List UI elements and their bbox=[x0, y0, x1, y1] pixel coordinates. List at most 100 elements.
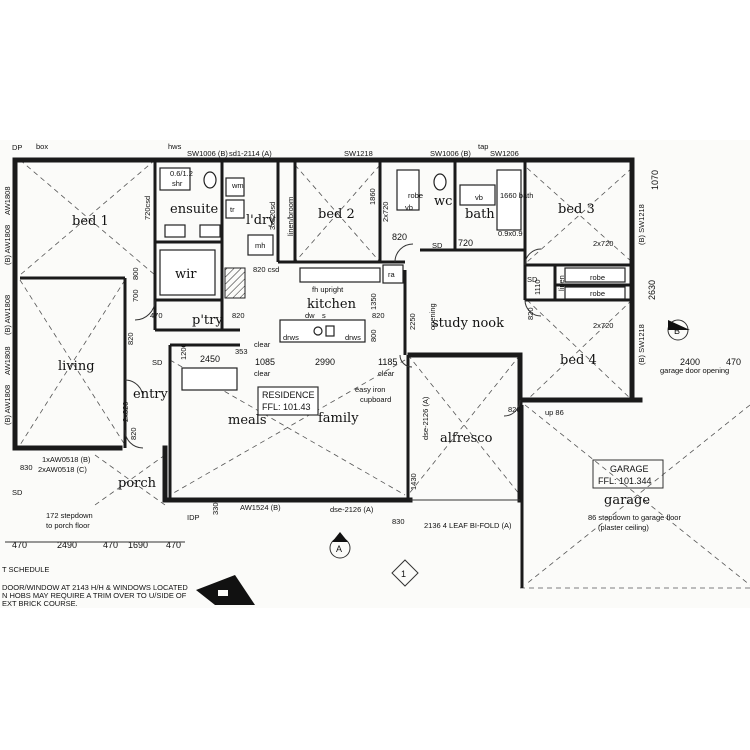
dim-470a: 470 bbox=[150, 311, 163, 320]
win-left-1: AW1808 bbox=[3, 187, 12, 216]
win-alfresco-door: dse-2126 (A) bbox=[421, 396, 430, 440]
external-walls bbox=[12, 157, 750, 589]
win-porch-2: 2xAW0518 (C) bbox=[38, 465, 87, 474]
section-marker-b: B bbox=[667, 319, 690, 341]
garage-box-title: GARAGE bbox=[610, 464, 649, 474]
dim-1860: 1860 bbox=[368, 188, 377, 205]
dim-1185: 1185 bbox=[378, 357, 397, 367]
room-entry: entry bbox=[133, 387, 169, 402]
dim-1110: 1110 bbox=[533, 279, 542, 295]
schedule-title: T SCHEDULE bbox=[2, 565, 49, 574]
label-linen: linen bbox=[557, 275, 566, 291]
schedule-line2: N HOBS MAY REQUIRE A TRIM OVER TO U/SIDE… bbox=[2, 591, 187, 600]
label-ra: ra bbox=[388, 270, 395, 279]
residence-ffl: FFL: 101.43 bbox=[262, 402, 311, 412]
window-labels: SW1006 (B) sd1-2114 (A) SW1218 SW1006 (B… bbox=[3, 142, 646, 514]
room-alfresco: alfresco bbox=[440, 431, 493, 446]
win-bottom-2: dse-2126 (A) bbox=[330, 505, 374, 514]
note-stepdown-porch2: to porch floor bbox=[46, 521, 90, 530]
room-family: family bbox=[318, 411, 359, 426]
dim-2990: 2990 bbox=[315, 357, 335, 367]
note-easy-iron: easy iron bbox=[355, 385, 385, 394]
dim-sd3: SD bbox=[527, 275, 538, 284]
room-living: living bbox=[58, 359, 95, 374]
label-robe1: robe bbox=[408, 191, 423, 200]
notes: easy iron cupboard 172 stepdown to porch… bbox=[2, 202, 729, 608]
dim-820b: 820 bbox=[126, 332, 135, 345]
dim-clear1: clear bbox=[254, 369, 271, 378]
note-up86: up 86 bbox=[545, 408, 564, 417]
room-bed2: bed 2 bbox=[318, 207, 355, 222]
dim-sd2: SD bbox=[432, 241, 443, 250]
note-drws2: drws bbox=[345, 333, 361, 342]
win-porch-1: 1xAW0518 (B) bbox=[42, 455, 91, 464]
room-ensuite: ensuite bbox=[170, 202, 218, 217]
dim-1200: 1200 bbox=[179, 343, 188, 360]
residence-title: RESIDENCE bbox=[262, 390, 315, 400]
win-left-2: (B) AW1808 bbox=[3, 225, 12, 265]
win-left-3: (B) AW1808 bbox=[3, 295, 12, 335]
dim-720csd: 720csd bbox=[143, 196, 152, 220]
note-bifold: 2136 4 LEAF BI-FOLD (A) bbox=[424, 521, 512, 530]
doors bbox=[124, 243, 542, 501]
win-top-1: SW1006 (B) bbox=[187, 149, 228, 158]
room-labels: bed 1 ensuite wir l'dry bed 2 wc bath be… bbox=[58, 179, 650, 508]
dim-2x720a: 2x720 bbox=[381, 202, 390, 222]
dim-sd1: SD bbox=[152, 358, 163, 367]
label-mh: mh bbox=[255, 241, 265, 250]
dim-820d: 820 bbox=[372, 311, 385, 320]
dim-1350: 1350 bbox=[369, 293, 378, 310]
room-ptry: p'try bbox=[192, 313, 223, 328]
label-wm: wm bbox=[231, 181, 244, 190]
room-kitchen: kitchen bbox=[307, 297, 357, 312]
dim-idp: IDP bbox=[187, 513, 200, 522]
schedule-line3: EXT BRICK COURSE. bbox=[2, 599, 78, 608]
svg-text:A: A bbox=[336, 544, 342, 554]
win-tap: tap bbox=[478, 142, 488, 151]
room-study-nook: study nook bbox=[432, 316, 504, 331]
dim-b470c: 470 bbox=[166, 540, 181, 550]
garage-ffl-box bbox=[592, 459, 664, 489]
dim-clear2: clear bbox=[378, 369, 395, 378]
note-stepdown-garage: 86 stepdown to garage floor bbox=[588, 513, 681, 522]
note-shr-csd: 3x820sd bbox=[268, 202, 277, 230]
win-box: box bbox=[36, 142, 48, 151]
dim-2250: 2250 bbox=[408, 313, 417, 330]
note-plaster-ceiling: (plaster ceiling) bbox=[598, 523, 649, 532]
dim-820f: 820 bbox=[129, 427, 138, 440]
garage-box-ffl: FFL: 101.344 bbox=[598, 476, 652, 486]
north-marker: 1 bbox=[391, 559, 419, 587]
label-bath1660: 1660 bath bbox=[500, 191, 533, 200]
room-bed1: bed 1 bbox=[72, 214, 109, 229]
note-cupboard: cupboard bbox=[360, 395, 391, 404]
dim-1430: 1430 bbox=[409, 473, 418, 490]
dim-820g: 820 bbox=[508, 405, 521, 414]
room-wir: wir bbox=[175, 267, 197, 282]
note-stepdown-porch: 172 stepdown bbox=[46, 511, 93, 520]
dim-720a: 720 bbox=[458, 238, 473, 248]
dim-800: 800 bbox=[131, 267, 140, 280]
dim-sd4: SD bbox=[12, 488, 23, 497]
dim-2450: 2450 bbox=[200, 354, 220, 364]
label-vb2: vb bbox=[475, 193, 483, 202]
dim-2630: 2630 bbox=[647, 280, 657, 300]
room-bed4: bed 4 bbox=[560, 353, 597, 368]
win-bottom-1: AW1524 (B) bbox=[240, 503, 281, 512]
dim-2400: 2400 bbox=[680, 357, 700, 367]
svg-text:1: 1 bbox=[401, 569, 406, 579]
win-right-2: (B) SW1218 bbox=[637, 324, 646, 365]
note-garage-door-opening: garage door opening bbox=[660, 366, 729, 375]
note-csd: 820 csd bbox=[253, 265, 279, 274]
dim-470b: 470 bbox=[726, 357, 741, 367]
dim-820a: 820 bbox=[392, 232, 407, 242]
room-garage: garage bbox=[604, 493, 650, 508]
dim-830b: 830 bbox=[392, 517, 405, 526]
room-porch: porch bbox=[118, 476, 157, 491]
win-top-5: SW1206 bbox=[490, 149, 519, 158]
label-linen-broom: linen/broom bbox=[286, 197, 295, 236]
note-dw: dw bbox=[305, 311, 315, 320]
dim-2x820: 2x820 bbox=[121, 402, 130, 422]
dim-820c: 820 bbox=[232, 311, 245, 320]
dim-830a: 830 bbox=[20, 463, 33, 472]
